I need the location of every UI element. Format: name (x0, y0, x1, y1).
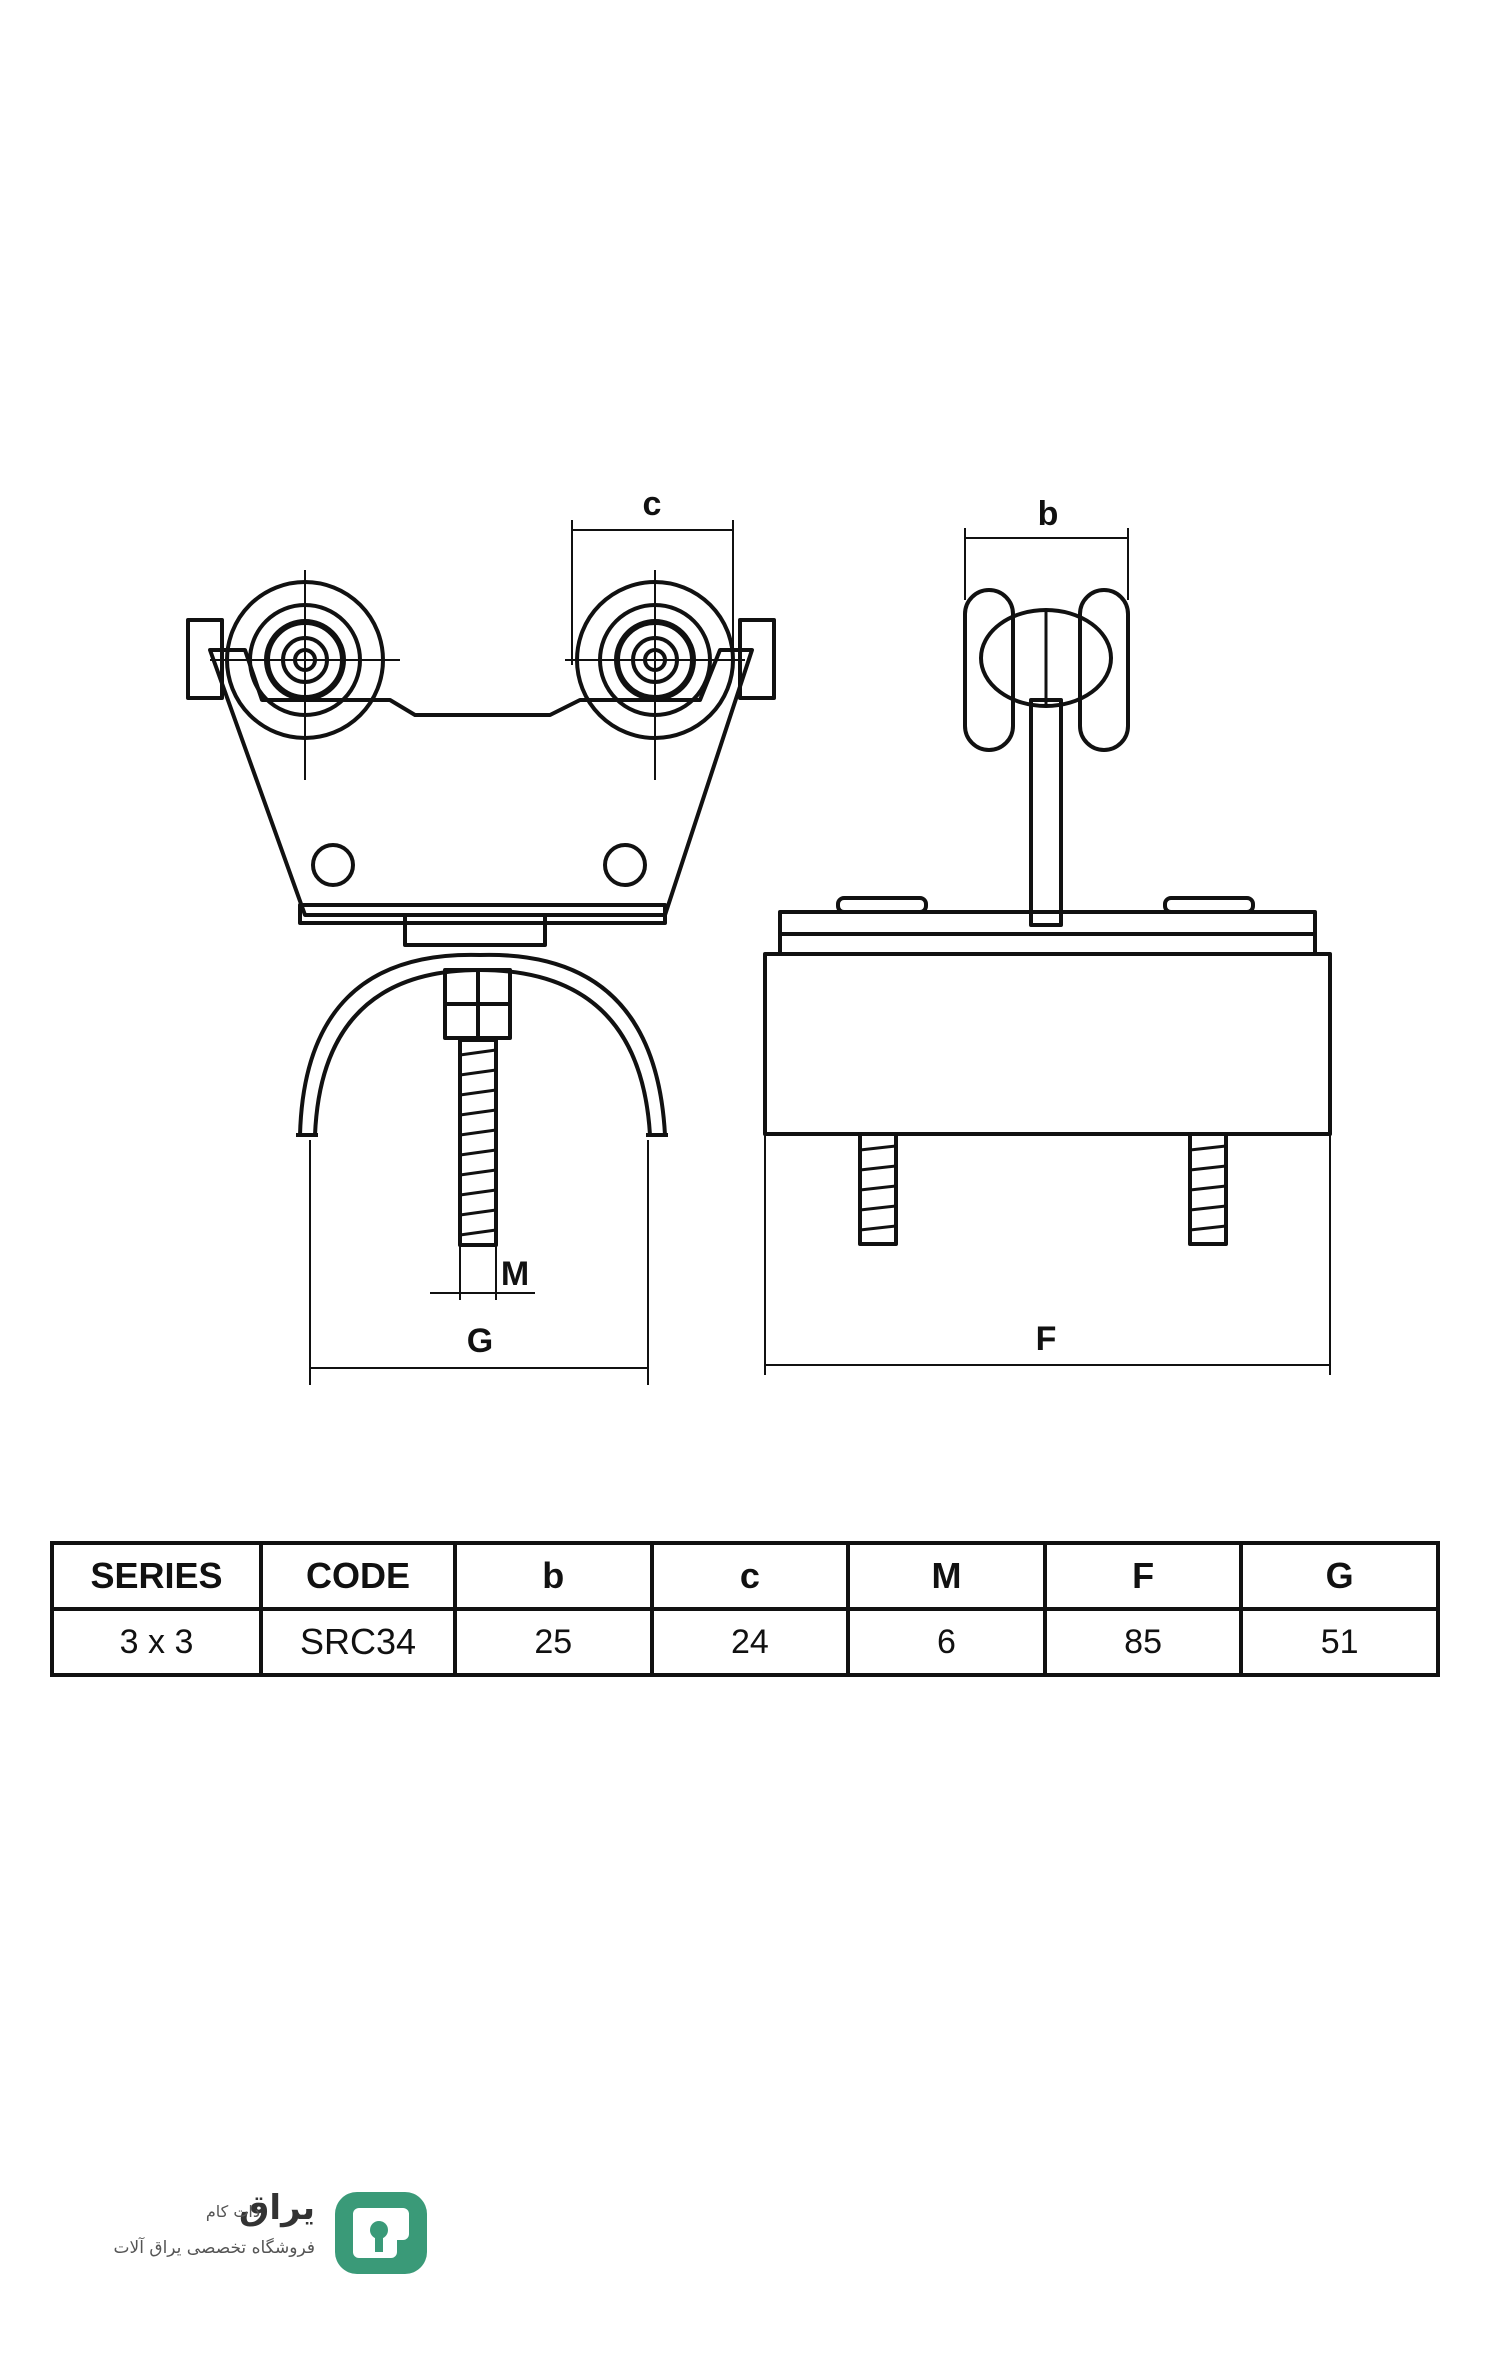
dim-label-f: F (1036, 1320, 1057, 1358)
header-f: F (1042, 1541, 1244, 1611)
logo-tagline: فروشگاه تخصصی یراق آلات (113, 2238, 315, 2258)
dim-label-b: b (1038, 495, 1059, 533)
cell-g: 51 (1239, 1607, 1440, 1677)
cell-series: 3 x 3 (50, 1607, 263, 1677)
side-view (763, 588, 1332, 1246)
dim-label-g: G (467, 1322, 493, 1360)
header-g: G (1239, 1541, 1440, 1611)
logo-subtitle: دات کام (205, 2202, 260, 2221)
table-header-row: SERIES CODE b c M F G (50, 1541, 1440, 1611)
header-b: b (453, 1541, 654, 1611)
header-series: SERIES (50, 1541, 263, 1611)
header-code: CODE (259, 1541, 457, 1611)
dim-label-m: M (501, 1255, 529, 1293)
logo-brand-text: یراق (239, 2188, 315, 2228)
header-m: M (846, 1541, 1047, 1611)
cell-f: 85 (1042, 1607, 1244, 1677)
technical-drawing: c b M G F (186, 485, 1332, 1385)
cell-m: 6 (846, 1607, 1047, 1677)
cell-b: 25 (453, 1607, 654, 1677)
brand-logo: یراق دات کام فروشگاه تخصصی یراق آلات (105, 2188, 435, 2278)
header-c: c (649, 1541, 851, 1611)
cell-code: SRC34 (259, 1607, 457, 1677)
keyhole-logo-icon (335, 2192, 427, 2274)
front-view (186, 580, 776, 1247)
dimension-labels: c b M G F (467, 485, 1059, 1360)
dim-label-c: c (643, 485, 662, 523)
table-row: 3 x 3 SRC34 25 24 6 85 51 (50, 1607, 1440, 1677)
cell-c: 24 (649, 1607, 851, 1677)
spec-table: SERIES CODE b c M F G 3 x 3 SRC34 25 24 … (50, 1541, 1440, 1677)
